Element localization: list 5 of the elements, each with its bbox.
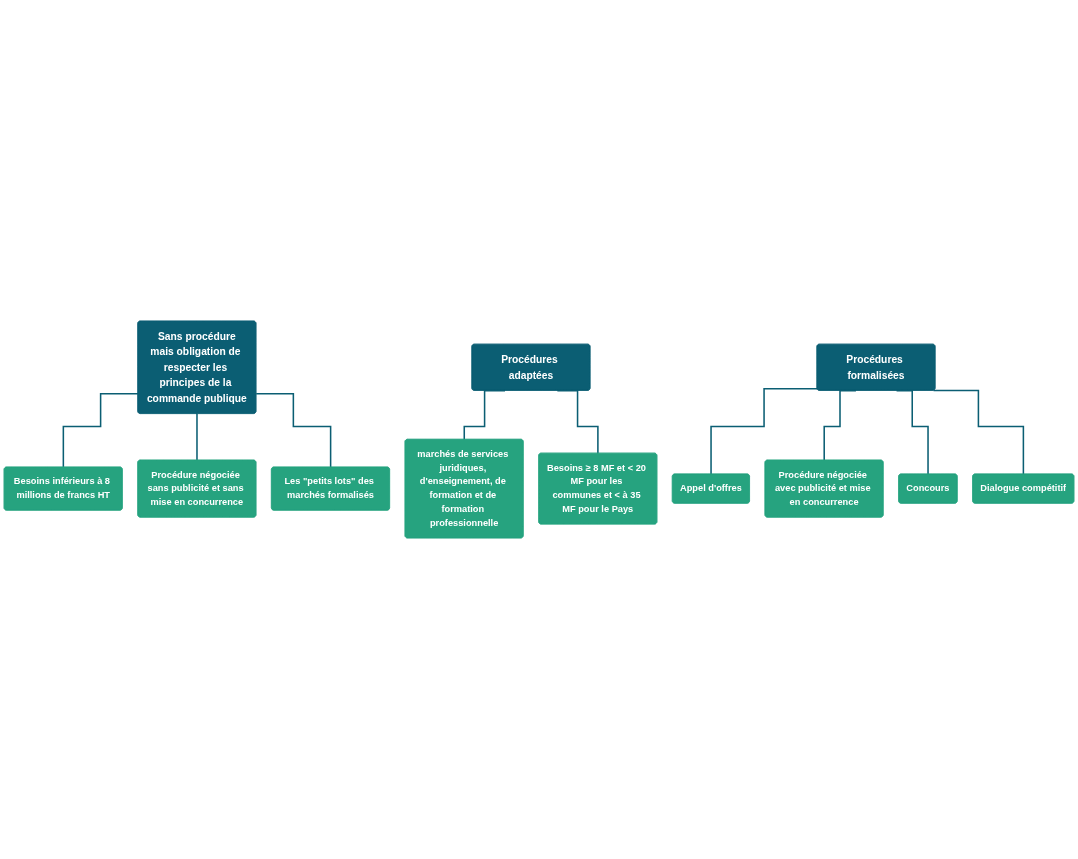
connector <box>932 389 1025 475</box>
connector <box>62 392 139 469</box>
connector <box>255 392 332 469</box>
connector <box>196 413 198 462</box>
connector <box>710 387 818 475</box>
